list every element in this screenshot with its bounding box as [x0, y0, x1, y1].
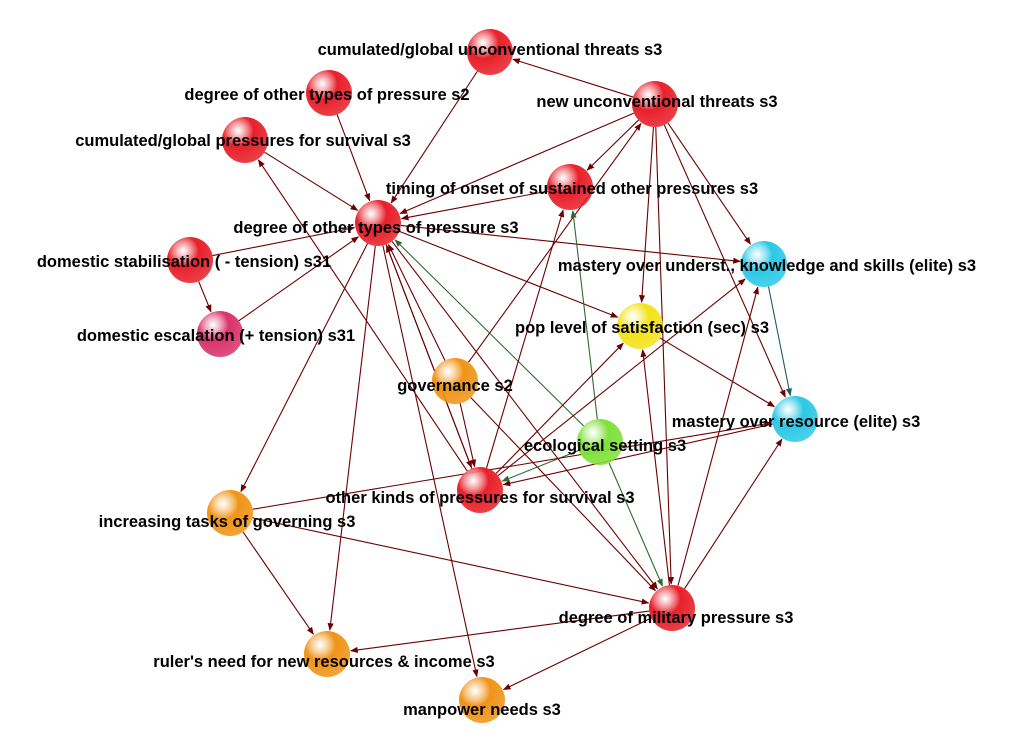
node-label-pop_satisf: pop level of satisfaction (sec) s3: [515, 319, 769, 337]
node-label-cumulated_pressures: cumulated/global pressures for survival …: [75, 132, 411, 150]
edge-new_threats-to-mastery_know: [667, 122, 751, 245]
edge-cumulated_pressures-to-degree_other_s3: [264, 151, 359, 211]
node-increasing_tasks[interactable]: [207, 490, 253, 536]
node-ecological[interactable]: [577, 419, 623, 465]
edge-other_kinds-to-degree_other_s3: [386, 244, 473, 469]
edge-ecological-to-timing_onset: [570, 210, 598, 420]
edge-ecological-to-military: [608, 462, 663, 587]
node-label-mastery_res: mastery over resource (elite) s3: [672, 413, 921, 431]
node-mastery_know[interactable]: [741, 241, 787, 287]
edge-timing_onset-to-degree_other_s3: [400, 190, 548, 221]
node-degree_other_s3[interactable]: [355, 200, 401, 246]
edge-other_kinds-to-pop_satisf: [495, 342, 624, 474]
edge-increasing_tasks-to-military: [252, 517, 650, 605]
node-mastery_res[interactable]: [772, 396, 818, 442]
edge-new_threats-to-cumulated_threats: [512, 58, 634, 98]
node-other_kinds[interactable]: [457, 467, 503, 513]
node-domestic_stab[interactable]: [167, 237, 213, 283]
label-layer: cumulated/global unconventional threats …: [37, 41, 976, 719]
edge-degree_other_s3-to-manpower: [382, 245, 479, 678]
node-cumulated_pressures[interactable]: [222, 117, 268, 163]
edge-degree_other_s3-to-ruler_need: [327, 245, 376, 631]
edge-other_kinds-to-cumulated_pressures: [257, 159, 468, 472]
edge-new_threats-to-mastery_res: [663, 124, 786, 398]
node-manpower[interactable]: [459, 677, 505, 723]
edge-degree_other_s2-to-degree_other_s3: [336, 114, 371, 202]
node-label-other_kinds: other kinds of pressures for survival s3: [325, 489, 634, 507]
edge-military-to-mastery_know: [677, 286, 759, 586]
edge-other_kinds-to-timing_onset: [486, 209, 565, 469]
node-new_threats[interactable]: [632, 81, 678, 127]
edge-governance-to-new_threats: [468, 122, 642, 363]
node-label-ecological: ecological setting s3: [524, 437, 686, 455]
edge-ecological-to-degree_other_s3: [394, 239, 585, 427]
node-label-domestic_stab: domestic stabilisation ( - tension) s31: [37, 253, 331, 271]
edge-governance-to-degree_other_s3: [388, 243, 446, 361]
edge-governance-to-other_kinds: [459, 403, 477, 468]
node-label-manpower: manpower needs s3: [403, 701, 561, 719]
edge-ecological-to-other_kinds: [501, 450, 579, 482]
edge-new_threats-to-military: [655, 126, 675, 585]
edge-other_kinds-to-mastery_know: [497, 278, 746, 477]
edge-new_threats-to-degree_other_s3: [399, 112, 635, 215]
node-label-ruler_need: ruler's need for new resources & income …: [153, 653, 494, 671]
edge-layer: [198, 58, 792, 691]
node-label-timing_onset: timing of onset of sustained other press…: [386, 180, 758, 198]
edge-cumulated_threats-to-degree_other_s3: [390, 70, 478, 204]
node-label-new_threats: new unconventional threats s3: [536, 93, 777, 111]
node-governance[interactable]: [432, 358, 478, 404]
edge-military-to-mastery_res: [684, 438, 783, 590]
edge-military-to-pop_satisf: [640, 349, 670, 586]
node-cumulated_threats[interactable]: [467, 29, 513, 75]
edge-domestic_stab-to-domestic_esc: [198, 281, 212, 313]
edge-degree_other_s3-to-mastery_know: [400, 224, 741, 264]
edge-military-to-ruler_need: [350, 610, 650, 653]
edge-military-to-manpower: [502, 617, 652, 691]
node-military[interactable]: [649, 585, 695, 631]
node-timing_onset[interactable]: [547, 164, 593, 210]
edge-mastery_know-to-mastery_res: [767, 286, 792, 397]
node-pop_satisf[interactable]: [617, 303, 663, 349]
edge-pop_satisf-to-mastery_res: [659, 337, 776, 408]
edge-governance-to-military: [470, 397, 656, 592]
node-label-degree_other_s3: degree of other types of pressure s3: [233, 219, 518, 237]
edge-domestic_stab-to-degree_other_s3: [212, 225, 356, 257]
node-label-domestic_esc: domestic escalation (+ tension) s31: [77, 327, 355, 345]
node-label-degree_other_s2: degree of other types of pressure s2: [184, 86, 469, 104]
node-label-governance: governance s2: [397, 377, 513, 395]
edge-increasing_tasks-to-ruler_need: [242, 531, 314, 635]
node-label-increasing_tasks: increasing tasks of governing s3: [99, 513, 356, 531]
node-label-mastery_know: mastery over underst., knowledge and ski…: [558, 257, 976, 275]
node-label-military: degree of military pressure s3: [559, 609, 794, 627]
edge-mastery_res-to-other_kinds: [502, 423, 773, 487]
edge-new_threats-to-pop_satisf: [639, 126, 654, 303]
node-layer: [167, 29, 818, 723]
edge-degree_other_s3-to-pop_satisf: [399, 230, 619, 318]
edge-degree_other_s3-to-increasing_tasks: [240, 243, 369, 493]
edge-increasing_tasks-to-mastery_res: [252, 421, 773, 510]
node-domestic_esc[interactable]: [197, 311, 243, 357]
node-ruler_need[interactable]: [304, 631, 350, 677]
edge-new_threats-to-timing_onset: [586, 119, 639, 171]
edge-degree_other_s3-to-military: [391, 240, 658, 590]
node-label-cumulated_threats: cumulated/global unconventional threats …: [318, 41, 663, 59]
node-degree_other_s2[interactable]: [306, 70, 352, 116]
edge-domestic_esc-to-degree_other_s3: [238, 236, 359, 322]
